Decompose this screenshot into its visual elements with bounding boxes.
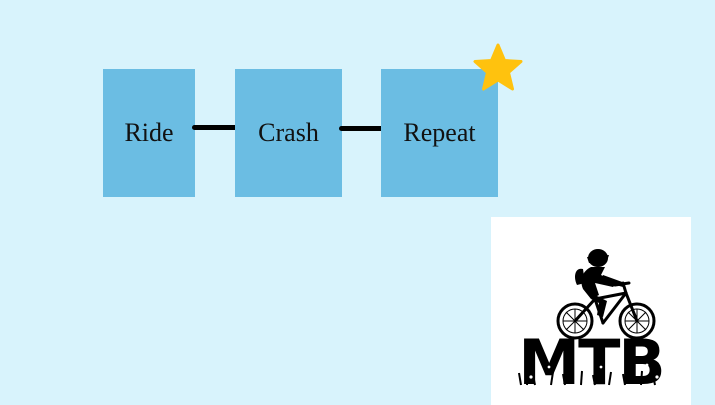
connector-crash-repeat — [339, 126, 387, 131]
connector-ride-crash — [192, 125, 239, 130]
step-label-crash: Crash — [258, 118, 319, 147]
mtb-logo: MTB — [491, 217, 691, 405]
step-box-crash: Crash — [235, 69, 342, 197]
step-box-ride: Ride — [103, 69, 195, 197]
mountain-biker-icon: MTB — [518, 249, 666, 399]
step-label-ride: Ride — [124, 118, 174, 147]
logo-text: MTB — [518, 326, 663, 399]
step-box-repeat: Repeat — [381, 69, 498, 197]
star-icon — [473, 43, 523, 91]
step-label-repeat: Repeat — [403, 118, 476, 147]
